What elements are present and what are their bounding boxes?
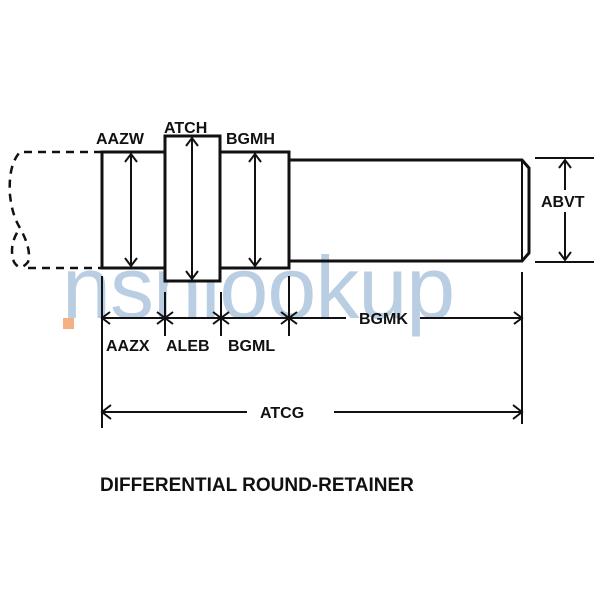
horizontal-dim-chain	[100, 311, 524, 420]
label-aleb: ALEB	[166, 338, 210, 355]
vertical-dim-arrows	[124, 136, 594, 281]
label-bgml: BGML	[228, 338, 275, 355]
label-aazw: AAZW	[96, 131, 145, 148]
label-bgmk: BGMK	[359, 311, 408, 328]
broken-end-outline	[8, 150, 102, 269]
shaft	[289, 158, 531, 263]
watermark: nsnlookup	[62, 238, 455, 337]
extension-lines	[101, 272, 523, 428]
label-bgmh: BGMH	[226, 131, 275, 148]
label-atch: ATCH	[164, 120, 207, 137]
label-aazx: AAZX	[106, 338, 150, 355]
section-bgmh	[218, 150, 291, 270]
part-outline	[8, 134, 531, 283]
watermark-dot	[63, 318, 74, 329]
drawing-title: DIFFERENTIAL ROUND-RETAINER	[100, 475, 414, 496]
watermark-text: nsnlookup	[62, 238, 454, 337]
label-atcg: ATCG	[260, 405, 304, 422]
label-abvt: ABVT	[541, 194, 585, 211]
